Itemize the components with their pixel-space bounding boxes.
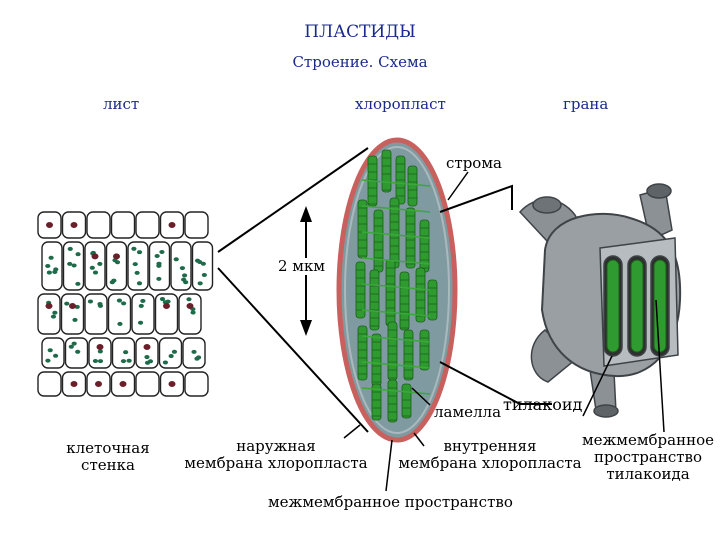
label-chloroplast: хлоропласт [355,95,446,113]
chloroplast-thylakoids [355,149,438,423]
label-cell-wall: клеточная стенка [66,439,150,474]
label-scale: 2 мкм [278,257,326,275]
label-inner-membrane: внутренняя мембрана хлоропласта [398,437,582,472]
intermembrane-pointer [385,439,393,492]
thylakoid-space-pointer [655,299,665,433]
label-stroma: строма [446,154,502,172]
diagram-subtitle: Строение. Схема [292,53,428,71]
label-grana: грана [563,95,609,113]
leaf-zoom-line-top [217,147,369,253]
inner-membrane-pointer [413,432,425,447]
granum-zoom-line-top [439,184,513,213]
lamella-pointer [411,387,431,406]
label-intermembrane-space: межмембранное пространство [268,493,513,511]
label-lamella: ламелла [434,403,502,421]
label-thylakoid-space: межмембранное пространство тилакоида [581,431,715,483]
chloroplast-inner-membrane [344,146,450,434]
leaf-zoom-line-bottom [217,267,369,433]
granum-zoom-line-bottom [439,361,552,405]
outer-membrane-pointer [343,424,361,439]
chloroplast-illustration [336,137,458,443]
stroma-pointer [447,171,469,201]
label-outer-membrane: наружная мембрана хлоропласта [184,437,368,472]
label-thylakoid: тилакоид [503,395,583,414]
label-leaf: лист [103,95,140,113]
thylakoid-pointer [582,355,613,417]
leaf-cross-section [37,211,214,397]
diagram-title: ПЛАСТИДЫ [304,22,416,42]
